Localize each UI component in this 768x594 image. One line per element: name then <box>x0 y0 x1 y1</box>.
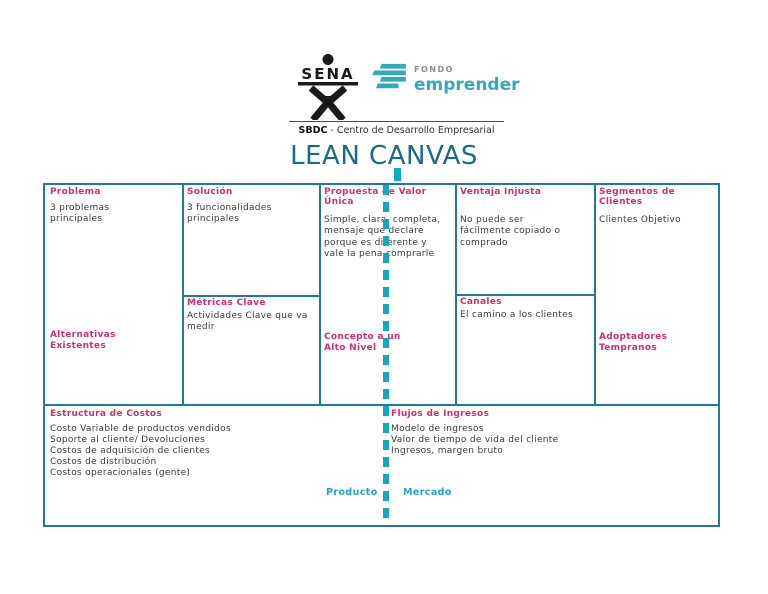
cell-body-solucion: 3 funcionalidades principales <box>187 203 272 225</box>
grid-horizontal-line <box>45 404 718 406</box>
sbdc-subtitle: SBDC - Centro de Desarrollo Empresarial <box>274 125 519 136</box>
emprender-label: emprender <box>414 75 520 95</box>
sbdc-description: - Centro de Desarrollo Empresarial <box>330 125 495 136</box>
ingresos-item: Modelo de ingresos <box>391 424 484 434</box>
sbdc-acronym: SBDC <box>298 125 328 136</box>
cell-footer-alternativas-existentes: Alternativas Existentes <box>50 330 116 352</box>
cell-title-solucion: Solución <box>187 187 233 197</box>
cell-title-problema: Problema <box>50 187 101 197</box>
sena-logo: SENA <box>297 54 359 123</box>
fondo-emprender-wordmark: FONDO emprender <box>414 63 520 95</box>
grid-horizontal-line <box>455 294 596 296</box>
sena-figure-icon: SENA <box>298 54 358 123</box>
mercado-label: Mercado <box>403 487 452 498</box>
costos-list: Costo Variable de productos vendidos Sop… <box>50 424 231 479</box>
cell-title-propuesta-valor: Propuesta de Valor Única <box>324 187 427 207</box>
cell-footer-concepto-alto-nivel: Concepto a un Alto Nivel <box>324 332 401 354</box>
fondo-emprender-logo: FONDO emprender <box>371 63 520 95</box>
costos-item: Costos de distribución <box>50 457 157 467</box>
cell-body-canales: El camino a los clientes <box>460 310 573 320</box>
ingresos-item: Valor de tiempo de vida del cliente <box>391 435 559 445</box>
costos-item: Costos de adquisición de clientes <box>50 446 210 456</box>
emprender-e-icon <box>372 63 406 89</box>
grid-horizontal-line <box>182 295 321 297</box>
cell-body-problema: 3 problemas principales <box>50 203 110 225</box>
cell-body-ventaja-injusta: No puede ser fácilmente copiado o compra… <box>460 215 561 248</box>
costos-item: Costos operacionales (gente) <box>50 468 191 478</box>
dashed-line-top-tick <box>394 168 401 181</box>
cell-title-metricas-clave: Métricas Clave <box>187 298 266 308</box>
cell-body-propuesta-valor: Simple, clara, completa, mensaje que dec… <box>324 215 441 259</box>
producto-label: Producto <box>326 487 378 498</box>
cell-title-canales: Canales <box>460 297 502 307</box>
cell-body-metricas-clave: Actividades Clave que va medir <box>187 311 308 333</box>
logo-divider <box>289 121 504 122</box>
cell-title-segmentos-clientes: Segmentos de Clientes <box>599 187 676 207</box>
cell-title-ventaja-injusta: Ventaja Injusta <box>460 187 542 197</box>
lean-canvas-grid: Problema 3 problemas principales Alterna… <box>43 183 720 527</box>
fondo-label: FONDO <box>414 65 454 74</box>
sena-label: SENA <box>301 65 354 83</box>
product-market-dashed-divider <box>383 185 389 525</box>
ingresos-item: Ingresos, margen bruto <box>391 446 504 456</box>
cell-title-flujos-ingresos: Flujos de Ingresos <box>391 409 490 419</box>
costos-item: Costo Variable de productos vendidos <box>50 424 231 434</box>
costos-item: Soporte al cliente/ Devoluciones <box>50 435 206 445</box>
ingresos-list: Modelo de ingresos Valor de tiempo de vi… <box>391 424 558 457</box>
page-title: LEAN CANVAS <box>290 141 478 171</box>
cell-body-clientes-objetivo: Clientes Objetivo <box>599 215 681 225</box>
cell-footer-adoptadores-tempranos: Adoptadores Tempranos <box>599 332 668 354</box>
cell-title-estructura-costos: Estructura de Costos <box>50 409 163 419</box>
